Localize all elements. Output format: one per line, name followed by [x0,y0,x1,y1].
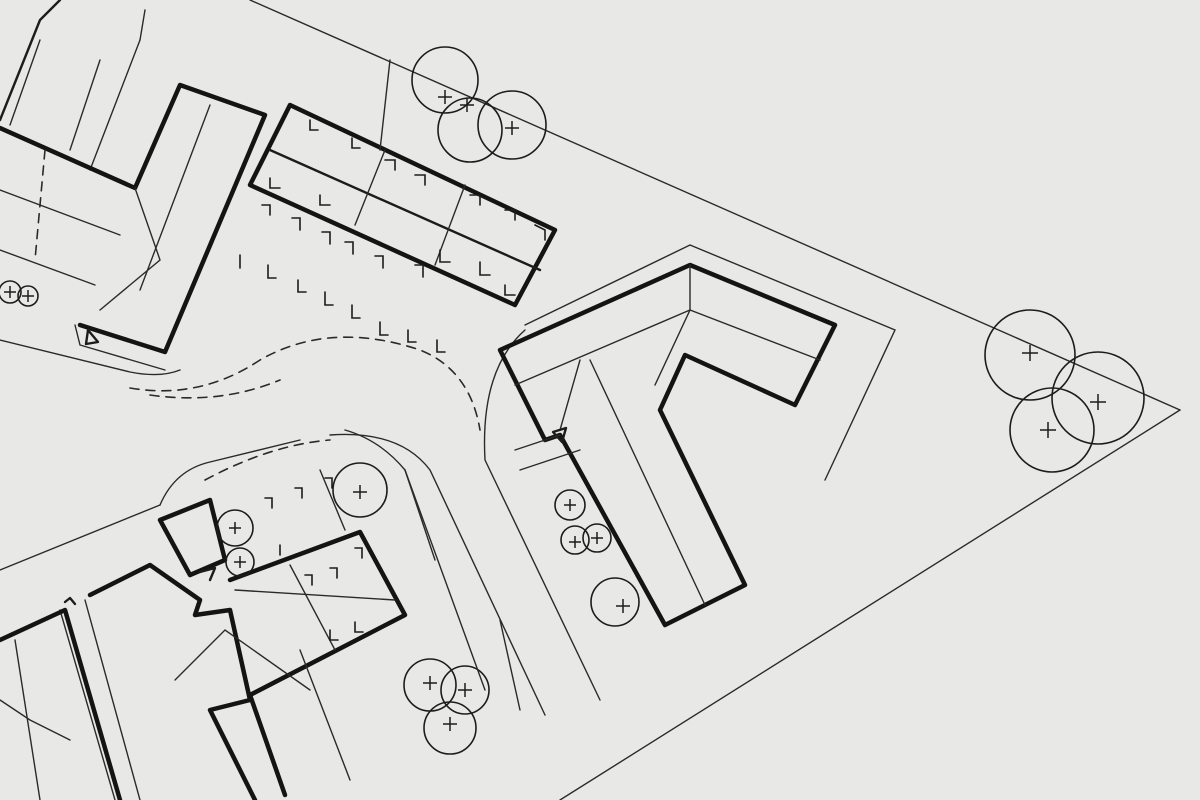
tree-symbol-icon [560,525,590,555]
tree-symbol-icon [225,547,255,577]
tree-symbol-icon [17,285,39,307]
parking-block-outline [247,102,558,308]
boundary-line-north [249,0,1181,411]
parking-bay-tick-icon [269,119,546,296]
building-nw-outline [0,82,268,355]
parking-bay-tick-icon [264,477,364,641]
boundary-line-south [559,409,1181,800]
tree-group-south [216,462,490,755]
building-sw-west-roof [0,699,71,741]
building-sw-hip-roof [174,629,311,691]
building-southwest [0,469,408,800]
tree-group-strip-centres [564,499,630,613]
building-sw-wall-line-2 [59,609,116,800]
building-east-inner-line [589,359,706,606]
parking-row-ticks-lower [239,204,446,353]
tree-centre-marks [4,286,34,302]
tree-symbol-icon [582,523,612,553]
parking-bay-line-1 [354,149,386,226]
building-nw-roof-line-2 [69,59,101,151]
building-northwest [0,0,268,371]
building-sw-garage-mid [234,589,396,601]
building-sw-garden-line [299,649,351,781]
building-nw-wing-line [0,189,121,236]
tree-symbol-icon [0,280,22,304]
building-nw-roof-edge [0,0,62,122]
tree-symbol-icon [440,665,490,715]
access-path-dashed-lower [204,439,331,481]
building-nw-roof-line-3 [89,39,141,171]
building-sw-garage [227,529,408,798]
misc-lines [344,429,521,711]
tree-cluster-north [411,46,547,163]
building-nw-dashed-line [34,149,46,261]
tree-symbol-icon [423,701,477,755]
building-nw-fence [139,9,146,41]
tree-group-south-centres [229,485,472,731]
tree-symbol-icon [437,97,503,163]
building-sw-path [319,469,346,531]
tree-group-west [0,280,39,307]
tree-cluster-north-centres [438,90,519,135]
boundary-line-west [0,504,161,571]
entrance-triangle-icon [84,328,100,346]
footpath-line [379,59,391,151]
tree-symbol-icon [590,577,640,627]
building-east-hip-line [559,359,581,431]
building-sw-annex [157,497,228,578]
tree-symbol-icon [1009,387,1095,473]
tree-symbol-icon [554,489,586,521]
lower-verge-line [499,619,521,711]
building-nw-inner-line [139,104,211,291]
building-sw-west-inner [14,639,41,800]
tree-symbol-icon [411,46,479,114]
building-nw-ridge [99,187,161,311]
building-sw-west-outline [0,607,123,800]
building-sw-gate [63,596,77,606]
building-nw-roof-line-1 [9,39,41,126]
parking-block-north [239,59,558,353]
building-sw-main-outline [87,562,258,800]
entrance-triangle-icon [551,426,568,444]
building-sw-wall-line [84,599,141,800]
building-nw-wing-line-2 [0,249,96,286]
access-path-dashed-mid [149,379,281,399]
parking-block-divider [268,148,542,272]
road-edge-upper-west [0,339,181,376]
tree-symbol-icon [1051,351,1145,445]
building-sw-annex-step [198,566,217,582]
building-sw-garage-divider [289,564,336,651]
road-edge-lower [159,439,301,506]
building-l-shaped-east [497,244,896,628]
building-east-step-lines [514,434,581,471]
tree-symbol-icon [332,462,388,518]
tree-cluster-east [984,309,1145,473]
access-path-dashed-upper [129,336,481,431]
tree-cluster-east-centres [1022,345,1106,438]
tree-symbol-icon [216,509,254,547]
building-nw-step [74,324,166,371]
road-edge-inner [329,433,546,716]
building-east-ridge [654,264,691,386]
building-east-curtilage [524,244,896,481]
tree-group-strip [554,489,640,627]
tree-symbol-icon [984,309,1076,401]
tree-symbol-icon [477,90,547,160]
lower-road-edge [404,469,486,691]
